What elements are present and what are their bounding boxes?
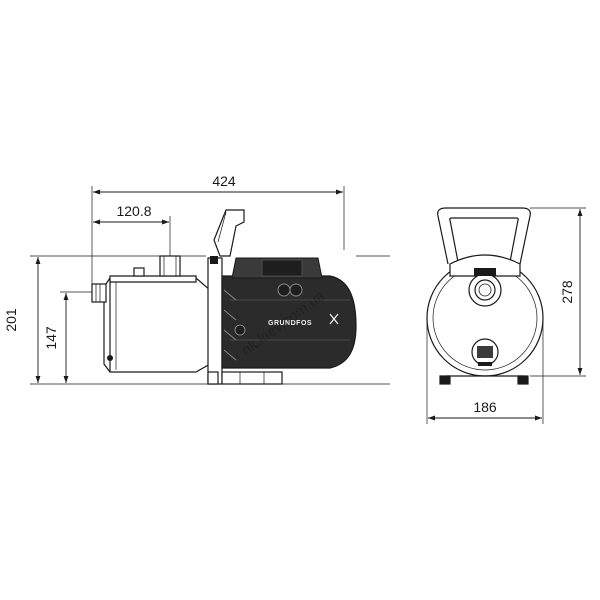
dimension-inlet-height: 147 xyxy=(43,291,92,383)
front-body xyxy=(426,254,544,377)
handle xyxy=(213,209,245,257)
dimension-overall-height-front: 278 xyxy=(530,207,586,377)
outlet-port xyxy=(133,255,181,277)
dimension-overall-width-front: 186 xyxy=(426,318,544,424)
dimension-overall-length: 424 xyxy=(91,173,345,284)
dimension-overall-height-side: 201 xyxy=(3,255,390,385)
dim-label-424: 424 xyxy=(212,173,236,189)
pump-base xyxy=(207,371,283,385)
dimension-inlet-offset: 120.8 xyxy=(93,203,171,256)
brand-logo: GRUNDFOS xyxy=(268,320,312,327)
front-feet xyxy=(439,375,529,385)
dim-label-278: 278 xyxy=(559,280,575,304)
inlet-port xyxy=(91,283,107,303)
pump-head xyxy=(103,275,211,373)
dim-label-120-8: 120.8 xyxy=(116,203,151,219)
motor-flange xyxy=(207,256,223,385)
dim-label-201: 201 xyxy=(3,308,19,332)
dim-label-147: 147 xyxy=(43,326,59,350)
front-view xyxy=(426,207,544,385)
side-view: GRUNDFOS xyxy=(91,209,357,385)
dim-label-186: 186 xyxy=(473,399,497,415)
motor-body: GRUNDFOS xyxy=(221,257,357,369)
front-handle xyxy=(437,207,531,265)
